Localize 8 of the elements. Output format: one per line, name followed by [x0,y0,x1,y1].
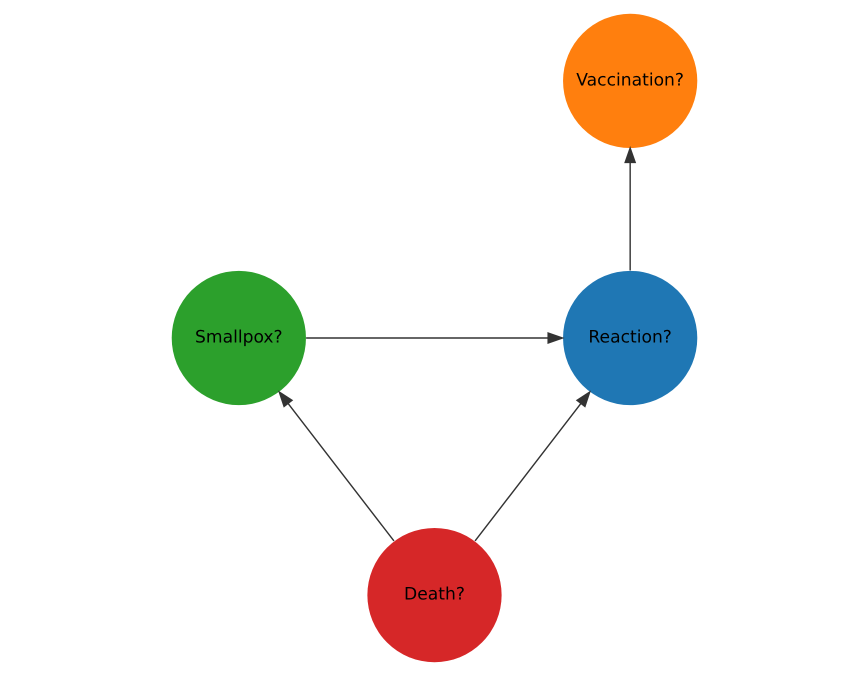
node-circle: Smallpox? [171,270,306,406]
arrow [278,390,394,542]
arrow [474,390,590,542]
node-circle: Death? [366,528,502,662]
arrow [624,146,636,270]
node-circle: Reaction? [562,270,697,406]
node-circle: Vaccination? [562,14,697,148]
arrow [306,332,564,344]
